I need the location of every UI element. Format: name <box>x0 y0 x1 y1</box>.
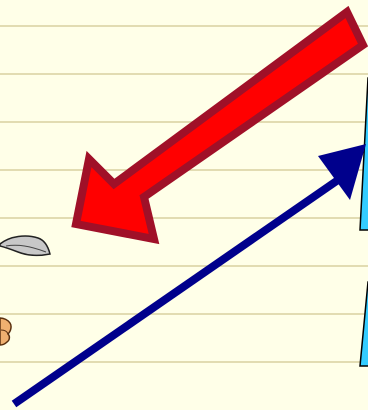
leaf-icon <box>0 236 50 255</box>
cyan-panels <box>360 78 368 366</box>
blue-arrow-icon <box>14 144 366 404</box>
red-arrow-icon <box>76 12 363 239</box>
pointing-hand-icon <box>0 318 11 345</box>
red-arrow-shape <box>76 12 363 239</box>
blue-arrow-shaft <box>14 180 338 404</box>
cyan-panel-bottom <box>360 282 368 366</box>
